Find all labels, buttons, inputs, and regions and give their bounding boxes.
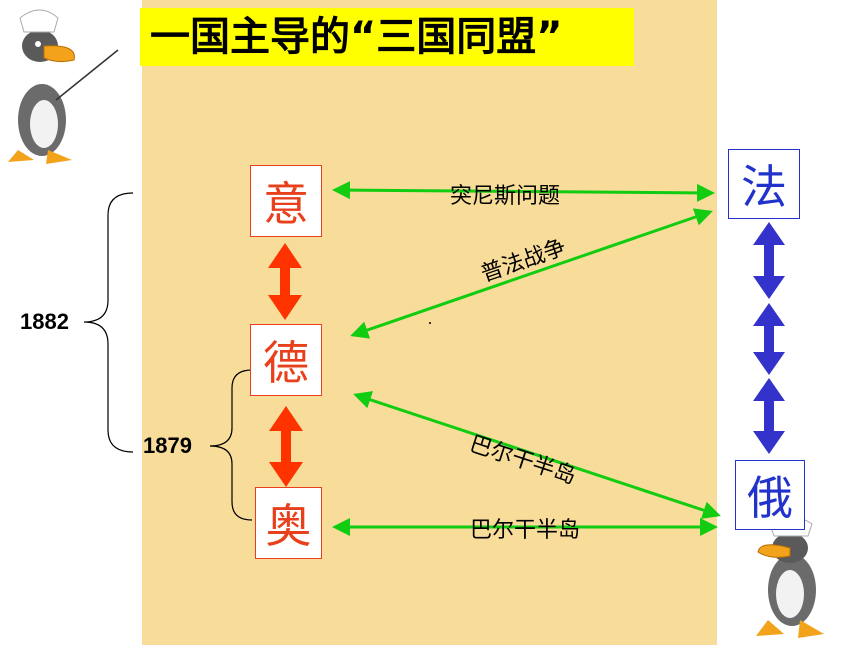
arrow-italy-germany xyxy=(268,243,302,320)
year-1882: 1882 xyxy=(20,309,69,334)
label-italy-france: 突尼斯问题 xyxy=(450,184,561,209)
arrow-italy-france xyxy=(332,181,715,202)
arrow-germany-austria xyxy=(269,406,303,487)
dot-mark xyxy=(429,322,431,324)
node-austria: 奥 xyxy=(255,487,322,559)
arrow-germany-russia xyxy=(353,391,721,519)
page-title: 一国主导的“三国同盟” xyxy=(140,8,634,66)
label-austria-russia: 巴尔干半岛 xyxy=(470,518,581,543)
node-italy: 意 xyxy=(250,165,322,237)
node-germany: 德 xyxy=(250,324,322,396)
node-france: 法 xyxy=(728,149,800,219)
penguin-conductor-icon xyxy=(8,9,119,164)
node-russia: 俄 xyxy=(735,460,805,530)
brace-1879 xyxy=(209,369,253,521)
penguin-waving-icon xyxy=(756,516,824,638)
arrow-germany-france xyxy=(350,208,713,339)
year-1879: 1879 xyxy=(143,433,192,458)
brace-1882 xyxy=(83,192,134,453)
arrow-france-russia xyxy=(753,222,785,454)
